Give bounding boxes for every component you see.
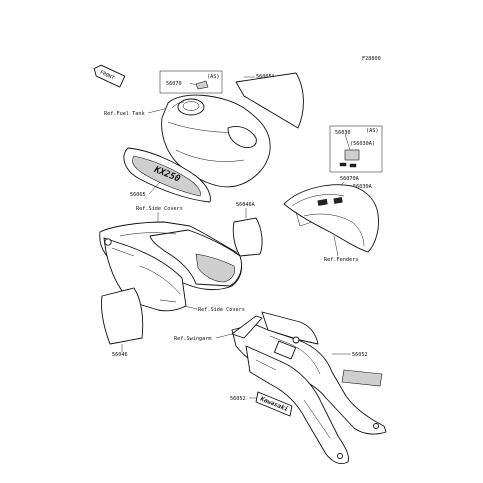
kit-box-56070 <box>159 70 223 94</box>
label-56070a: 56070A <box>340 176 360 182</box>
label-ref-side-covers-mid: Ref.Side Covers <box>198 307 245 313</box>
label-ref-side-covers-top: Ref.Side Covers <box>136 206 183 212</box>
number-plate-decal-56046a <box>232 217 263 257</box>
label-56070-as: (AS) <box>207 74 220 80</box>
tank-decal-56065a <box>235 72 304 129</box>
number-plate-decal-56046 <box>101 287 144 345</box>
leader-side-covers-mid <box>183 305 198 310</box>
leader-56065 <box>148 181 161 195</box>
label-56030: 56030 <box>335 130 351 136</box>
swingarm-decal-bottom: Kawasaki <box>255 391 293 417</box>
small-decal-56030-a <box>339 162 347 167</box>
label-56065a: 56065A <box>256 74 276 80</box>
label-56052-right: 56052 <box>352 352 368 358</box>
leader-56030 <box>344 133 351 151</box>
label-ref-fenders: Ref.Fenders <box>324 257 358 263</box>
swingarm-decal-right <box>341 369 383 387</box>
rear-fender <box>283 184 379 253</box>
fuel-tank <box>161 94 271 188</box>
label-ref-fuel-tank: Ref.Fuel Tank <box>104 111 145 117</box>
axle-bolt-left-icon <box>337 453 343 459</box>
front-badge-text: FRONT <box>99 70 115 82</box>
label-56052-bottom: 56052 <box>230 396 246 402</box>
swingarm-bracket <box>273 340 297 360</box>
label-ref-swingarm: Ref.Swingarm <box>174 336 211 342</box>
label-56046: 56046 <box>112 352 128 358</box>
swingarm-bolt-icon <box>292 336 300 344</box>
figure-code: F28800 <box>362 56 381 62</box>
decal-56030 <box>344 149 360 161</box>
leader-56070 <box>189 82 197 86</box>
axle-bolt-right-icon <box>373 423 379 429</box>
mounting-bolt-icon <box>104 238 112 246</box>
swingarm <box>231 311 387 465</box>
front-arrow-badge: FRONT <box>93 64 126 88</box>
small-decal-56070 <box>195 80 209 90</box>
kit-box-56030 <box>329 125 383 173</box>
shroud-decal-56065: KX250 <box>123 147 211 203</box>
label-56030a-paren: (56030A) <box>350 141 375 147</box>
leader-fuel-tank <box>147 107 169 114</box>
side-cover-assembly <box>99 221 242 312</box>
front-arrow-icon <box>93 64 126 88</box>
label-56030-as: (AS) <box>366 128 379 134</box>
label-56070: 56070 <box>166 81 182 87</box>
leader-swingarm <box>215 333 233 339</box>
label-56046a: 56046A <box>236 202 256 208</box>
fuel-cap <box>177 98 205 116</box>
label-56030a: 56030A <box>353 184 373 190</box>
small-decal-56030-b <box>349 163 357 168</box>
label-56065: 56065 <box>130 192 146 198</box>
leader-fenders <box>333 235 339 257</box>
